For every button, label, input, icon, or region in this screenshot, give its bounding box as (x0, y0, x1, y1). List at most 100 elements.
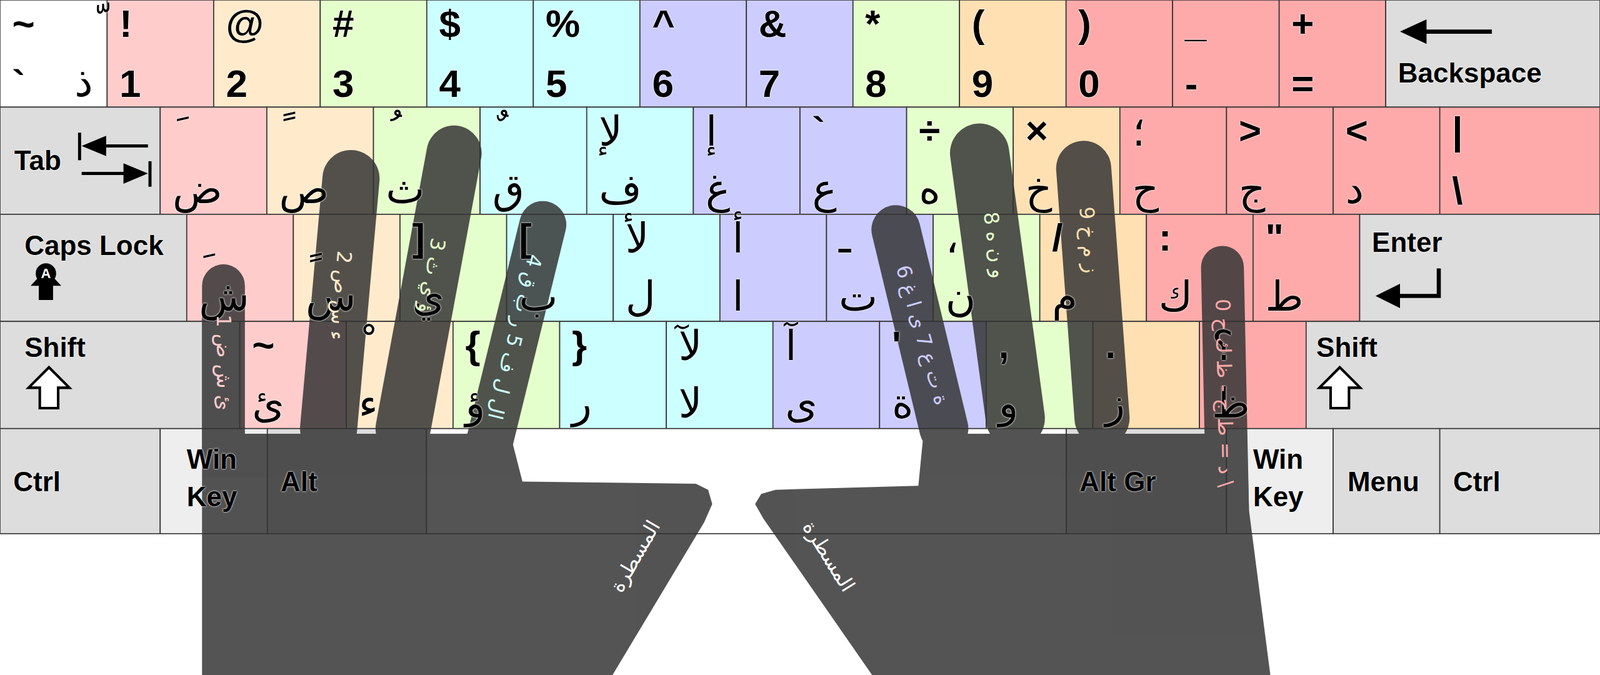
key-cap (1440, 106, 1600, 214)
key-cap (586, 106, 694, 214)
right-palm (755, 433, 1270, 675)
key-label: 2 (225, 64, 247, 104)
key-label: ÷ (918, 111, 940, 150)
key-label: ( (971, 4, 985, 44)
keyboard-key: "ط (1253, 214, 1360, 322)
key-label: " (1265, 218, 1284, 257)
right-middle-finger (979, 153, 1015, 419)
keyboard-key: *8 (853, 0, 960, 107)
key-label: 8 (865, 64, 887, 104)
key-label: ء (358, 383, 379, 425)
key-label: 9 (971, 64, 994, 104)
key-label: ] (412, 218, 426, 257)
key-label: ث (385, 168, 425, 210)
key-label: 5 (545, 64, 567, 104)
key-label: إ (705, 111, 717, 153)
keyboard-key: &7 (746, 0, 853, 107)
key-label: ؤ (465, 383, 485, 425)
key-label: ^ (651, 4, 675, 44)
key-label: لإ (598, 111, 623, 153)
finger-label: 4 ق ب ر 5 ف ل لا (485, 251, 546, 422)
keyboard-key: Menu (1333, 428, 1440, 534)
key-label: * (865, 4, 880, 44)
key-label: \ (1451, 171, 1463, 210)
key-label: Caps Lock (24, 231, 164, 260)
key-label: ح (1131, 168, 1159, 210)
key-label: } (571, 325, 587, 365)
keyboard-key: Alt (267, 428, 427, 534)
key-label: ف (598, 168, 642, 210)
key-label: Win Key (1253, 440, 1325, 516)
key-cap (640, 0, 747, 107)
keyboard-key: Enter (1360, 214, 1600, 322)
finger-label: 3 ث ي ؤ (415, 236, 449, 315)
key-label: . (1105, 325, 1116, 365)
keyboard-key: ْء (346, 321, 454, 429)
keyboard-key: <د (1333, 106, 1440, 214)
keyboard-key: )0 (1066, 0, 1173, 107)
enter-arrowhead (1375, 283, 1400, 309)
key-label: ~ (251, 325, 275, 365)
key-label: 0 (1078, 64, 1100, 104)
keyboard-key: ~ّ`ذ (0, 0, 107, 107)
key-label: ى (785, 383, 818, 425)
key-label: ؛ (1131, 111, 1145, 153)
key-cap (693, 106, 800, 214)
key-label: ض (172, 168, 223, 210)
keyboard-key: Win Key (1226, 428, 1334, 534)
keyboard-key: آى (773, 321, 880, 429)
key-cap (0, 428, 160, 534)
finger-label: 1 ض ش ئ (213, 314, 234, 411)
key-label: Menu (1347, 468, 1420, 496)
key-cap (106, 0, 214, 107)
key-label: ن (945, 276, 976, 318)
key-cap (959, 0, 1066, 107)
key-cap (720, 214, 827, 322)
key-label: Backspace (1398, 59, 1542, 87)
keyboard-key: Win Key (160, 428, 267, 534)
key-label: ش (198, 276, 250, 318)
key-label: × (1025, 111, 1049, 150)
key-label: Alt (280, 468, 318, 496)
enter-arrow (1393, 268, 1439, 296)
key-cap (213, 0, 320, 107)
keyboard-key: Backspace (1385, 0, 1600, 107)
key-label: + (1291, 4, 1314, 44)
keyboard-key: ÷ه (906, 106, 1014, 214)
key-cap (1385, 0, 1600, 107)
keyboard-key: @2 (213, 0, 320, 107)
key-label: A (41, 266, 52, 281)
key-label: Enter (1371, 228, 1442, 257)
key-cap (160, 106, 267, 214)
keyboard-key: ×خ (1013, 106, 1120, 214)
key-label: ` (12, 64, 26, 104)
key-label: لآ (678, 325, 703, 367)
shift-arrow (28, 367, 70, 409)
keyboard-key: إغ (693, 106, 800, 214)
key-cap (1172, 0, 1279, 107)
keyboard-key: ^6 (640, 0, 747, 107)
finger-label: المسطرة (799, 517, 859, 595)
key-label: 3 (332, 64, 354, 104)
keyboard-key: (9 (959, 0, 1066, 107)
key-label: ، (945, 218, 959, 260)
key-cap (853, 0, 960, 107)
keyboard-key: >ج (1226, 106, 1334, 214)
key-label: 1 (119, 64, 141, 104)
key-label: : (1158, 218, 1172, 257)
key-cap (1066, 0, 1173, 107)
keyboard-key: }ر (560, 321, 667, 429)
keyboard-key: لأل (613, 214, 720, 322)
key-label: | (1451, 111, 1463, 150)
key-label: ه (918, 168, 941, 210)
key-cap (0, 106, 160, 214)
keyboard-key: Alt Gr (1066, 428, 1227, 534)
key-cap (1226, 106, 1334, 214)
keyboard-key: :ك (1146, 214, 1254, 322)
tab-bar (148, 161, 152, 187)
key-label: خ (1025, 168, 1053, 210)
keyboard-key: أا (720, 214, 827, 322)
key-label: آ (785, 325, 797, 367)
key-cap (1360, 214, 1600, 322)
